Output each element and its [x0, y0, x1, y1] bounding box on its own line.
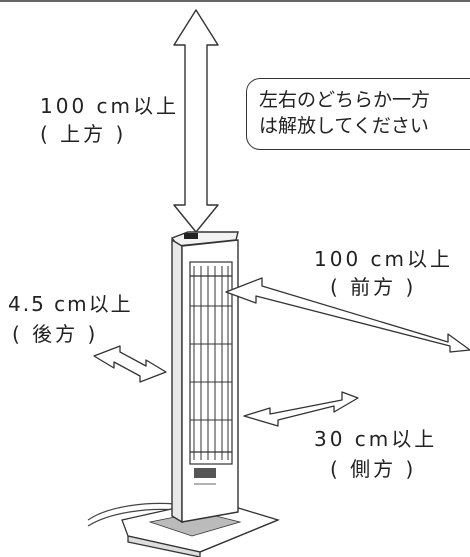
rear-clearance-direction: ( 後方 ) — [12, 322, 99, 346]
top-double-arrow-icon — [173, 9, 219, 233]
note-line-2: は解放してください — [259, 115, 429, 137]
side-double-arrow-icon — [243, 391, 359, 427]
side-clearance-distance: 30 cm以上 — [314, 427, 438, 451]
rear-double-arrow-icon — [93, 345, 167, 383]
note-callout: 左右のどちらか一方 は解放してください — [246, 78, 470, 150]
rear-clearance-distance: 4.5 cm以上 — [8, 292, 133, 316]
note-line-1: 左右のどちらか一方 — [259, 89, 431, 111]
heater-base — [121, 499, 280, 557]
heater-illustration — [170, 231, 239, 524]
top-clearance-direction: ( 上方 ) — [40, 122, 127, 146]
side-clearance-direction: ( 側方 ) — [330, 457, 417, 481]
front-clearance-distance: 100 cm以上 — [314, 247, 454, 271]
front-double-arrow-icon — [225, 277, 470, 353]
top-clearance-distance: 100 cm以上 — [40, 94, 180, 118]
front-clearance-direction: ( 前方 ) — [330, 275, 417, 299]
